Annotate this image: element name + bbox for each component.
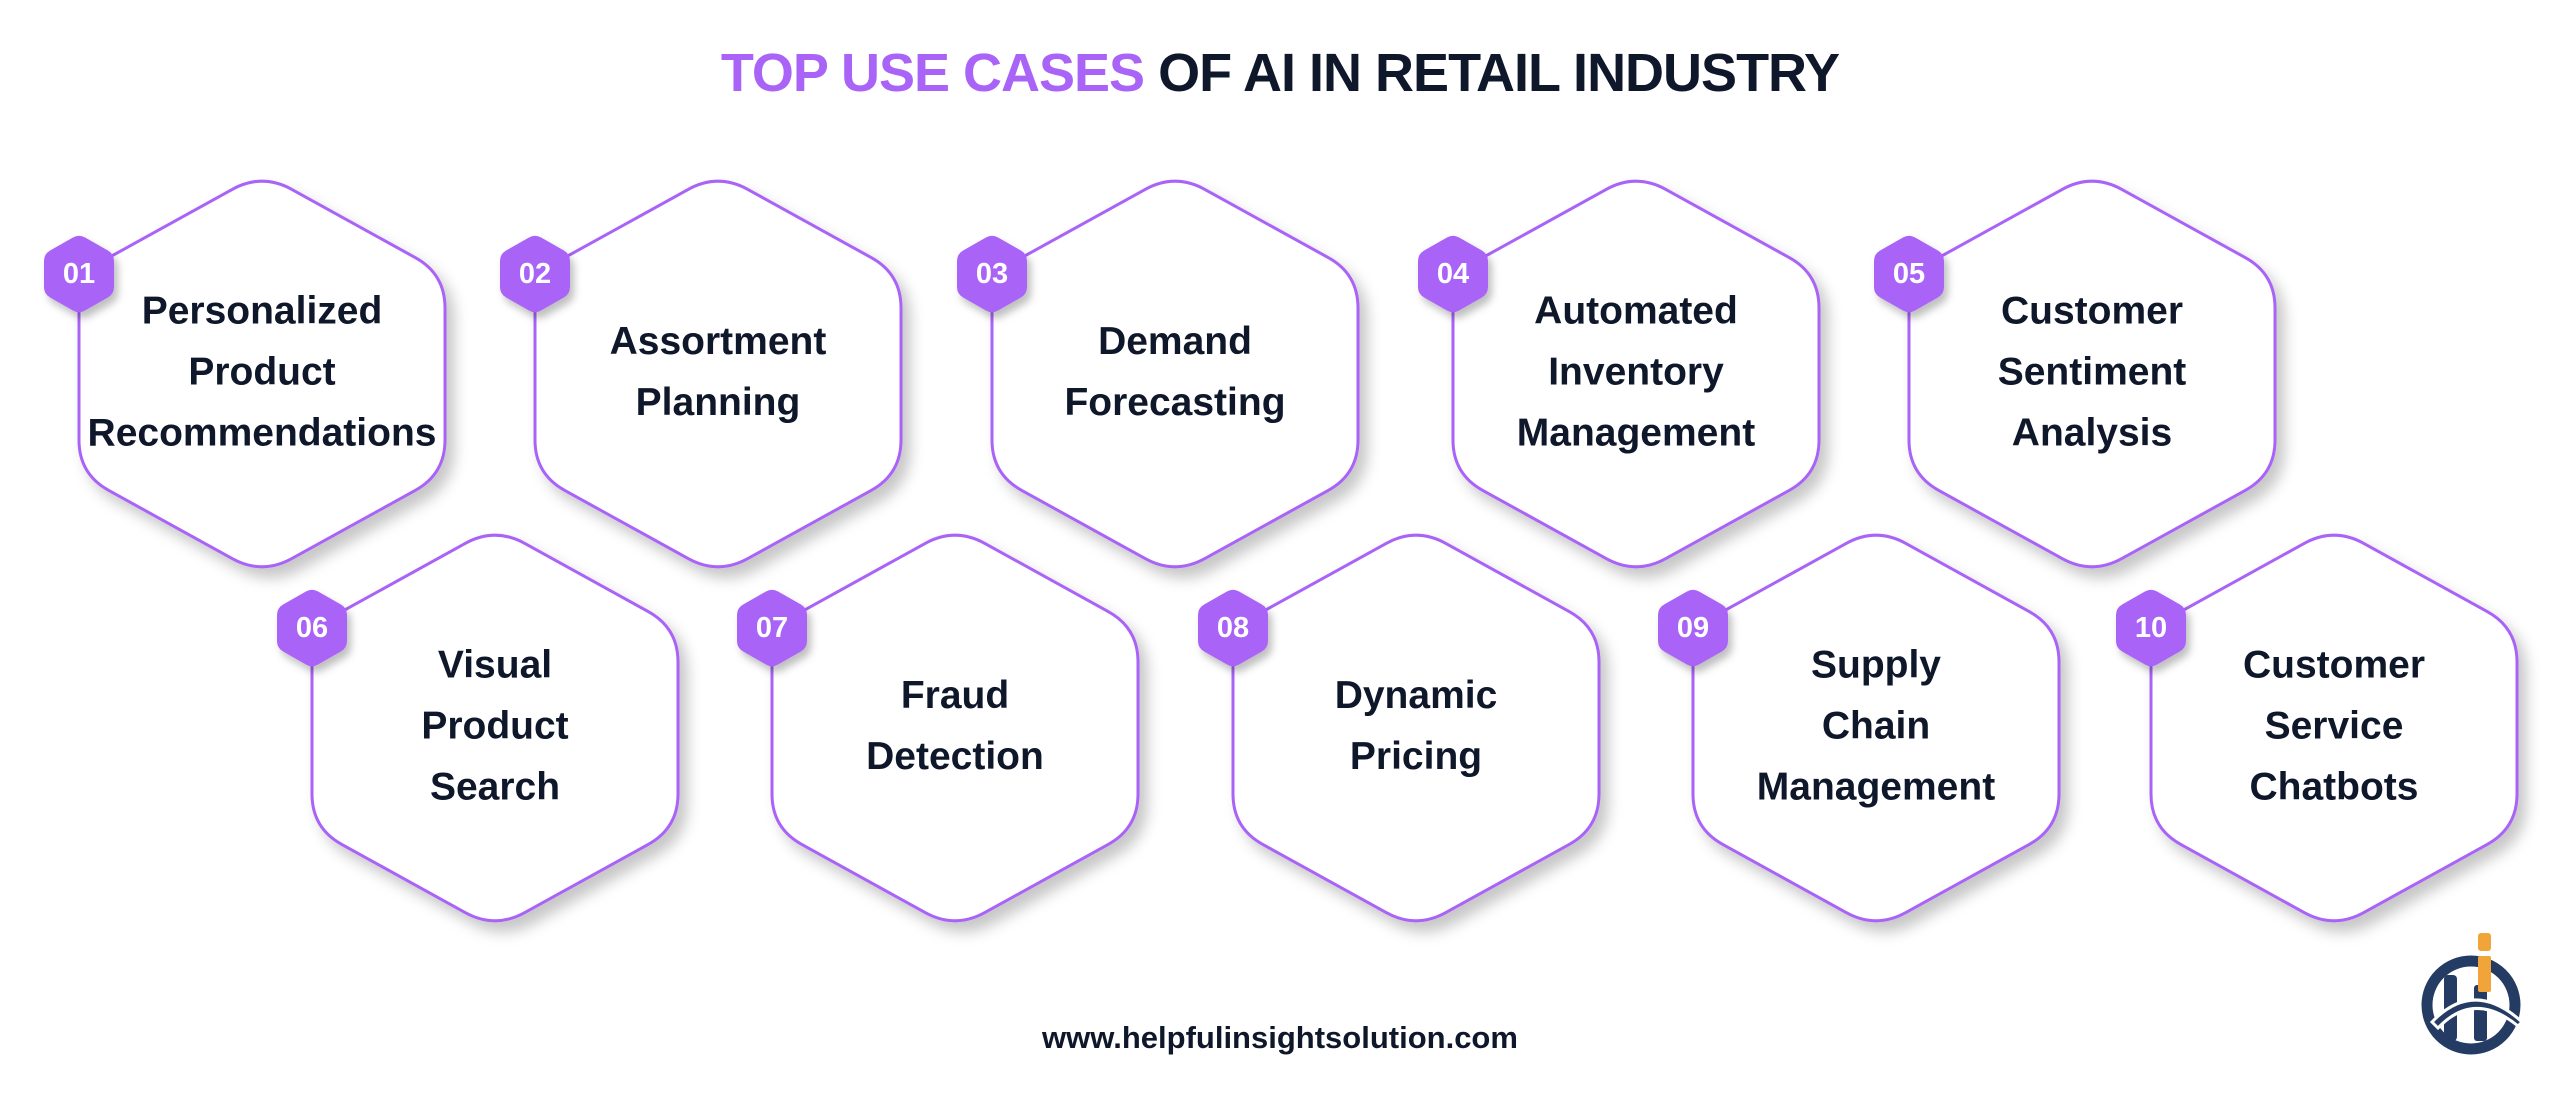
- use-case-label-line: Fraud: [900, 674, 1010, 717]
- use-case-label-line: Pricing: [1349, 735, 1483, 778]
- title-accent: TOP USE CASES: [720, 43, 1145, 103]
- use-case-label-line: Dynamic: [1334, 674, 1498, 717]
- use-case-label-line: Product: [421, 704, 569, 748]
- use-case-number: 09: [1676, 612, 1710, 644]
- number-badge-icon: [1874, 235, 1944, 313]
- use-case-label-line: Demand: [1098, 320, 1252, 363]
- use-case-label-line: Management: [1516, 411, 1756, 455]
- use-case-label-line: Sentiment: [1997, 350, 2187, 394]
- use-case-label-line: Inventory: [1548, 350, 1724, 394]
- page-title: TOP USE CASES OF AI IN RETAIL INDUSTRY: [0, 38, 2560, 108]
- use-case-number: 10: [2134, 612, 2168, 644]
- use-case-label-line: Customer: [2242, 643, 2426, 687]
- use-case-label-line: Visual: [437, 643, 553, 687]
- use-case-label-line: Detection: [866, 735, 1044, 778]
- use-case-label-line: Chatbots: [2249, 765, 2419, 809]
- use-case-label-line: Search: [429, 765, 561, 809]
- website-url[interactable]: www.helpfulinsightsolution.com: [1042, 1020, 1518, 1055]
- number-badge-icon: [1198, 589, 1268, 667]
- use-case-number: 05: [1892, 258, 1926, 290]
- use-case-number: 08: [1216, 612, 1250, 644]
- use-case-label-line: Analysis: [2011, 411, 2173, 455]
- hi-logo-icon: [2421, 933, 2525, 1055]
- use-case-number: 04: [1436, 258, 1470, 290]
- use-case-label-line: Automated: [1534, 289, 1738, 333]
- use-case-label-line: Forecasting: [1064, 381, 1286, 424]
- number-badge-icon: [500, 235, 570, 313]
- number-badge-icon: [737, 589, 807, 667]
- number-badge-icon: [1658, 589, 1728, 667]
- use-case-label-line: Supply: [1810, 643, 1941, 687]
- use-case-number: 02: [518, 258, 552, 290]
- use-case-label-line: Management: [1756, 765, 1996, 809]
- use-case-label-line: Assortment: [609, 320, 827, 363]
- number-badge-icon: [2116, 589, 2186, 667]
- title-rest: OF AI IN RETAIL INDUSTRY: [1158, 43, 1840, 103]
- number-badge-icon: [1418, 235, 1488, 313]
- use-case-label-line: Customer: [2000, 289, 2184, 333]
- use-case-number: 06: [295, 612, 329, 644]
- use-case-label-line: Chain: [1821, 704, 1931, 748]
- use-case-number: 01: [62, 258, 96, 290]
- number-badge-icon: [957, 235, 1027, 313]
- use-case-number: 07: [755, 612, 789, 644]
- number-badge-icon: [277, 589, 347, 667]
- use-case-label-line: Product: [188, 350, 336, 394]
- use-case-label-line: Service: [2264, 704, 2404, 748]
- use-case-number: 03: [975, 258, 1009, 290]
- use-case-label-line: Planning: [635, 381, 801, 424]
- use-case-label-line: Recommendations: [87, 411, 437, 455]
- use-case-label-line: Personalized: [141, 289, 383, 333]
- number-badge-icon: [44, 235, 114, 313]
